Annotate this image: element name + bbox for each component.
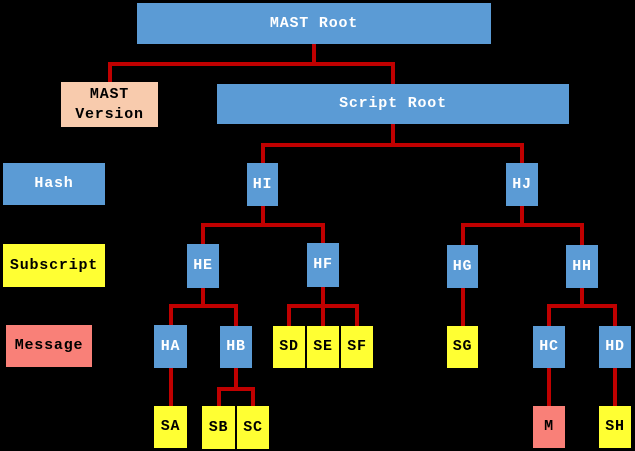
node-mast-root: MAST Root <box>137 3 491 44</box>
node-sc: SC <box>237 406 269 449</box>
edge-hi-stem <box>260 206 265 227</box>
edge-he-stem <box>201 288 205 308</box>
edge-script-root-to-hj <box>520 143 524 163</box>
node-m: M <box>533 406 565 448</box>
node-se: SE <box>307 326 339 368</box>
edge-hg-to-sg <box>460 304 465 326</box>
edge-script-root-stem <box>391 124 395 147</box>
edge-hi-bar <box>201 223 325 227</box>
node-hc: HC <box>533 326 565 368</box>
edge-hj-to-hh <box>580 223 584 245</box>
edge-hf-to-sf <box>355 304 359 326</box>
edge-he-to-ha <box>168 304 173 325</box>
edge-ha-stem <box>168 368 173 391</box>
edge-hd-to-sh <box>613 387 617 406</box>
node-sa: SA <box>154 406 187 448</box>
edge-hg-stem <box>460 288 465 308</box>
edge-script-root-to-hi <box>260 143 265 163</box>
node-hg: HG <box>447 245 478 288</box>
node-sg: SG <box>447 326 478 368</box>
edge-hj-to-hg <box>460 223 465 245</box>
node-script-root: Script Root <box>217 84 569 124</box>
edge-mast-root-bar <box>107 62 395 66</box>
node-hd: HD <box>599 326 631 368</box>
edge-hh-bar <box>547 304 617 308</box>
edge-he-bar <box>168 304 238 308</box>
edge-hc-to-m <box>547 387 551 406</box>
edge-mast-root-to-script-root <box>391 62 395 84</box>
node-mast-version: MAST Version <box>61 82 158 127</box>
edge-hi-to-he <box>201 223 205 244</box>
edge-hf-to-se <box>321 304 325 326</box>
node-hf: HF <box>307 243 339 287</box>
edge-hf-stem <box>321 287 325 308</box>
edge-hf-to-sd <box>287 304 291 326</box>
node-sh: SH <box>599 406 631 448</box>
edge-script-root-bar <box>260 143 524 147</box>
edge-hb-bar <box>216 387 255 391</box>
node-hb: HB <box>220 326 252 368</box>
edge-ha-to-sa <box>168 387 173 406</box>
node-he: HE <box>187 244 219 288</box>
node-hh: HH <box>566 245 598 288</box>
node-hj: HJ <box>506 163 538 206</box>
edge-hb-to-sc <box>251 387 255 406</box>
node-sf: SF <box>341 326 373 368</box>
node-sd: SD <box>273 326 305 368</box>
edge-mast-root-stem <box>312 44 316 66</box>
node-subscript-legend: Subscript <box>3 244 105 287</box>
edge-hh-stem <box>580 288 584 308</box>
edge-hb-to-sb <box>216 387 221 406</box>
edge-hd-stem <box>613 368 617 391</box>
edge-hi-to-hf <box>321 223 325 243</box>
edge-mast-root-to-mast-version <box>107 62 112 82</box>
edge-hc-stem <box>547 368 551 391</box>
node-ha: HA <box>154 325 187 368</box>
edge-hj-bar <box>460 223 584 227</box>
node-hi: HI <box>247 163 278 206</box>
node-sb: SB <box>202 406 235 449</box>
edge-hh-to-hd <box>613 304 617 326</box>
edge-he-to-hb <box>234 304 238 326</box>
edge-hh-to-hc <box>547 304 551 326</box>
edge-hb-stem <box>234 368 238 391</box>
node-message-legend: Message <box>6 325 92 367</box>
edge-hj-stem <box>520 206 524 227</box>
node-hash-legend: Hash <box>3 163 105 205</box>
